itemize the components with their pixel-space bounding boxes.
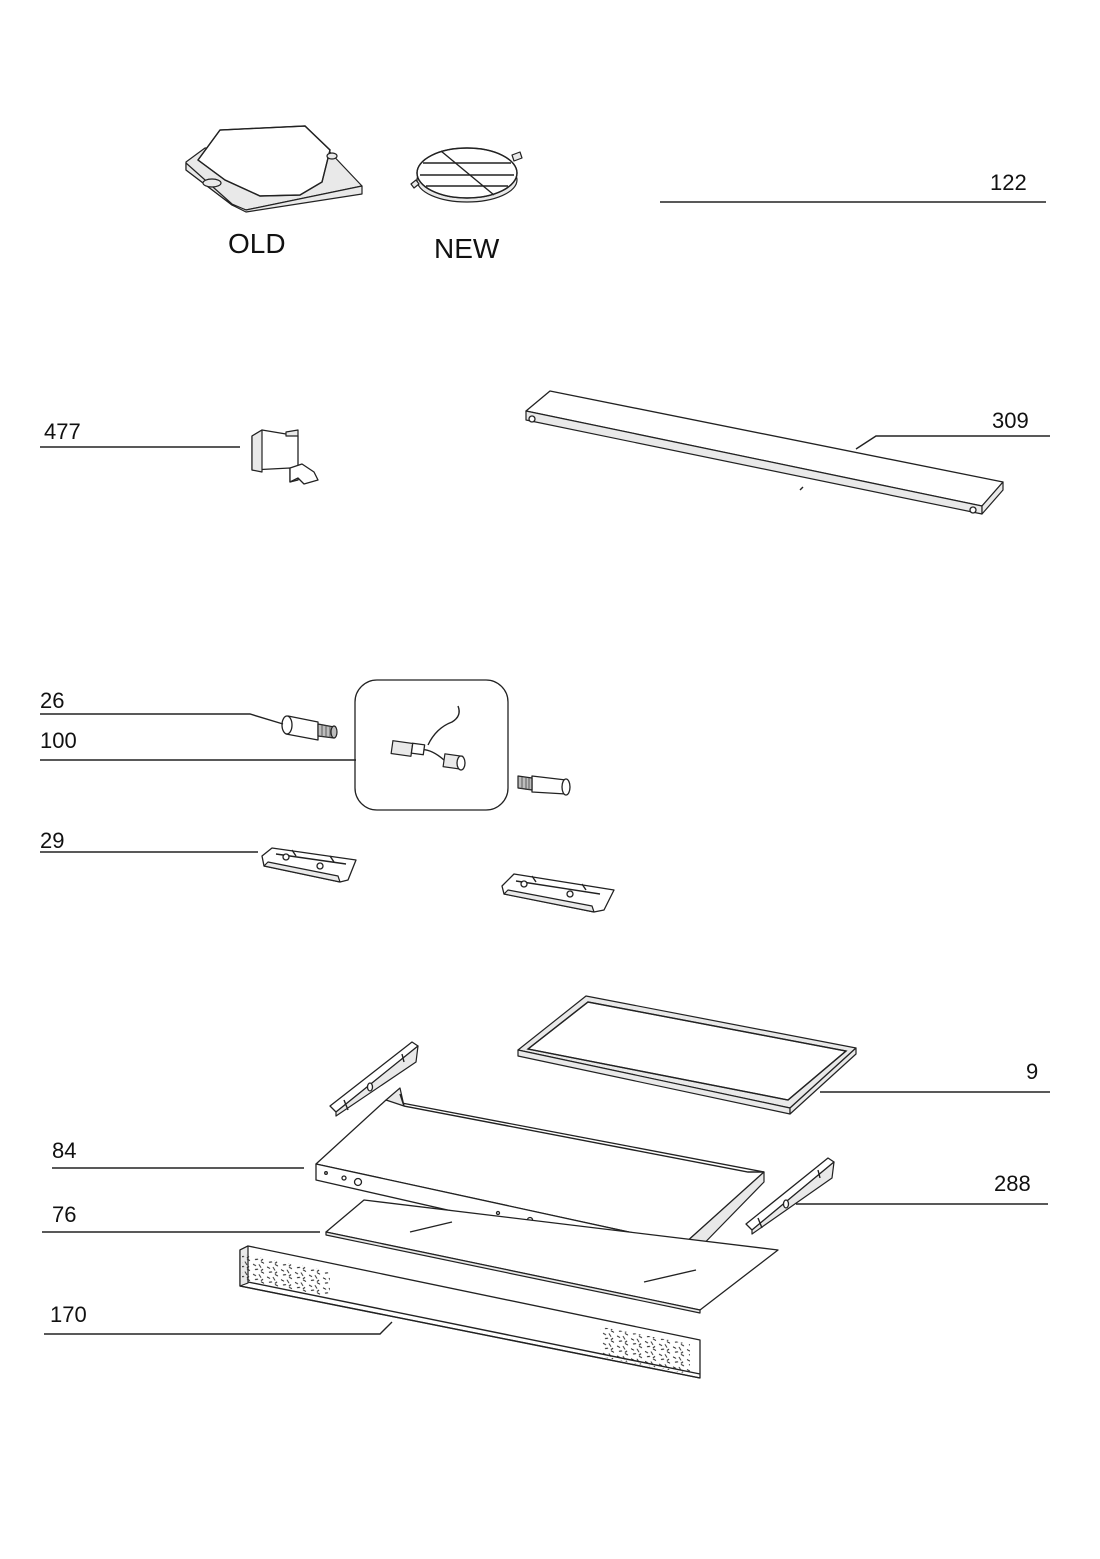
part-number-288: 288 [994,1171,1031,1196]
part-number-477: 477 [44,419,81,444]
part-number-29: 29 [40,828,64,853]
clip-part [251,429,319,485]
part-number-309: 309 [992,408,1029,433]
caption-old: OLD [228,228,286,259]
rail-left [329,1041,419,1117]
leader-line-309 [855,435,1050,450]
part-number-84: 84 [52,1138,76,1163]
part-number-26: 26 [40,688,64,713]
caption-new: NEW [434,233,500,264]
leader-line-26 [40,713,284,725]
long-bar [525,390,1004,515]
part-number-76: 76 [52,1202,76,1227]
pin-right [517,775,571,796]
grease-filter [517,995,857,1115]
glass-plate [325,1199,779,1314]
part-number-100: 100 [40,728,77,753]
filter-old [185,125,363,213]
filter-new [410,147,523,203]
leader-line-170 [44,1321,393,1335]
rail-right [745,1157,835,1235]
wiring-detail-box [354,679,509,811]
bracket-right [501,873,615,913]
part-number-9: 9 [1026,1059,1038,1084]
pin-left [281,715,338,741]
part-number-170: 170 [50,1302,87,1327]
bracket-left [261,847,357,883]
part-number-122: 122 [990,170,1027,195]
front-trim [239,1245,701,1379]
